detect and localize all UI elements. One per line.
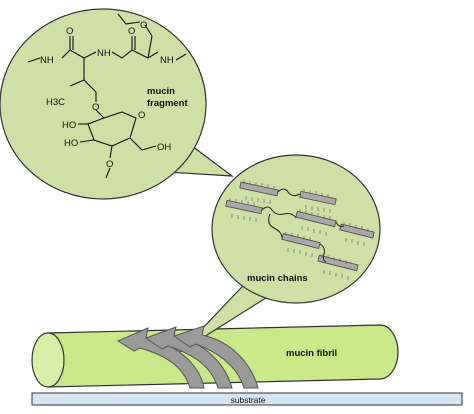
atom-ho-upper: HO xyxy=(62,120,76,131)
chain-rod xyxy=(225,199,263,215)
chain-linkers xyxy=(261,188,345,263)
mucin-chain-group xyxy=(225,181,375,272)
mucin-fragment-label-line1: mucin xyxy=(147,86,175,97)
chemical-bonds xyxy=(27,13,187,179)
atom-nh-middle: NH xyxy=(97,48,111,59)
atom-carbonyl-o-left: O xyxy=(66,26,73,37)
mucin-fragment-bubble: O O O NH NH NH H3C O O HO HO OH O mucin … xyxy=(0,8,207,200)
chain-rod xyxy=(239,181,279,197)
mucin-fibril-label: mucin fibril xyxy=(286,348,337,359)
atom-methyl: H3C xyxy=(46,97,65,108)
atom-methoxy-top: O xyxy=(140,20,147,31)
atom-ether-o: O xyxy=(92,102,99,113)
substrate-label: substrate xyxy=(231,395,266,405)
chain-rod xyxy=(281,233,321,249)
mucin-chains-bubble: mucin chains xyxy=(211,154,381,304)
atom-nh-left: NH xyxy=(40,55,54,66)
atom-ho-lower: HO xyxy=(64,138,78,149)
chain-rod xyxy=(317,254,359,272)
twist-arrow-3 xyxy=(172,325,259,389)
chemical-atom-labels: O O O NH NH NH H3C O O HO HO OH O xyxy=(40,20,174,170)
atom-oh-right: OH xyxy=(157,142,171,153)
chain-side-ticks xyxy=(229,180,369,280)
atom-ring-o: O xyxy=(138,110,145,121)
chain-rod xyxy=(299,190,337,206)
atom-carbonyl-o-right: O xyxy=(128,26,135,37)
chain-rod xyxy=(295,210,337,228)
substrate-slab: substrate xyxy=(31,392,463,406)
mucin-fragment-label-line2: fragment xyxy=(147,98,188,109)
twist-arrows xyxy=(116,325,259,389)
atom-nh-right: NH xyxy=(160,55,174,66)
atom-methoxy-bottom: O xyxy=(106,159,113,170)
mucin-chains-label: mucin chains xyxy=(247,273,308,284)
